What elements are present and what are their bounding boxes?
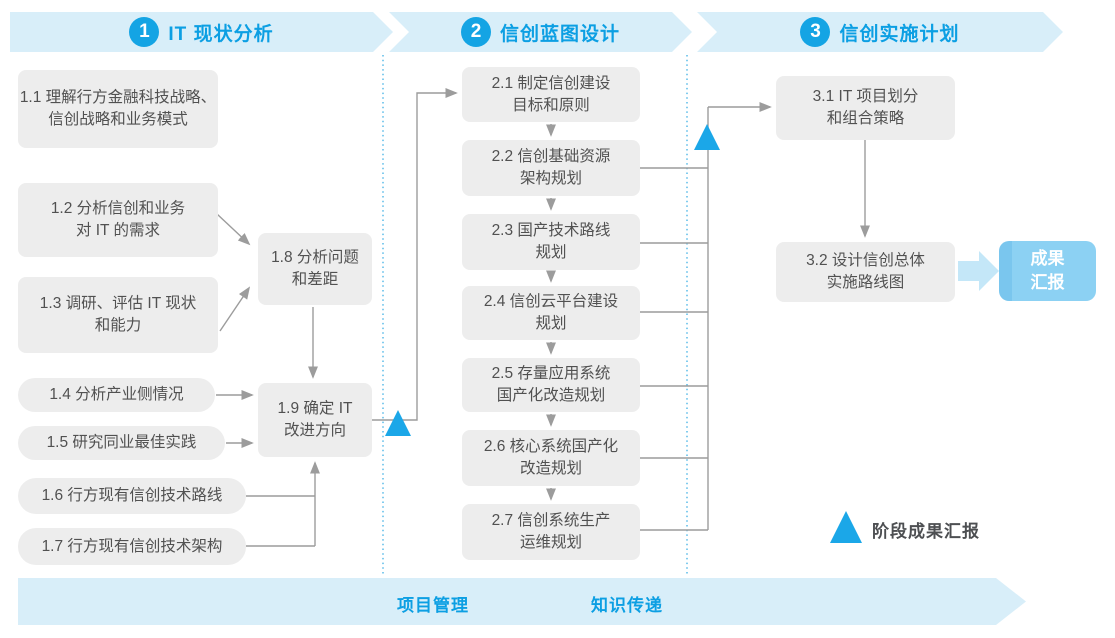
phase-number-badge-2: 2 [460,17,491,47]
phase-banner-2: 2 信创蓝图设计 [389,12,692,52]
step-box-2-3: 2.3 国产技术路线 规划 [462,214,640,270]
step-box-2-7: 2.7 信创系统生产 运维规划 [462,504,640,560]
step-box-2-5: 2.5 存量应用系统 国产化改造规划 [462,358,640,412]
step-box-1-5: 1.5 研究同业最佳实践 [18,426,225,460]
phase-banner-3: 3 信创实施计划 [697,12,1063,52]
step-box-1-4: 1.4 分析产业侧情况 [18,378,215,412]
phase2-connectors [545,101,772,531]
phase-number-badge-1: 1 [129,17,160,47]
step-box-1-7: 1.7 行方现有信创技术架构 [18,528,246,565]
legend-triangle-icon [830,511,862,543]
footer-label-project-management: 项目管理 [397,596,469,615]
step-box-3-2: 3.2 设计信创总体 实施路线图 [776,242,955,302]
step-box-1-6: 1.6 行方现有信创技术路线 [18,478,246,514]
step-box-2-1: 2.1 制定信创建设 目标和原则 [462,67,640,122]
step-box-1-9: 1.9 确定 IT 改进方向 [258,383,372,457]
phase-banner-1: 1 IT 现状分析 [10,12,393,52]
phase1-connectors [216,87,458,547]
footer-label-knowledge-transfer: 知识传递 [591,596,663,615]
step-box-2-6: 2.6 核心系统国产化 改造规划 [462,430,640,486]
result-report-box: 成果 汇报 [999,241,1096,301]
step-box-1-2: 1.2 分析信创和业务 对 IT 的需求 [18,183,218,257]
milestone-triangle-phase2-icon [694,124,720,150]
legend-label: 阶段成果汇报 [872,522,980,541]
step-box-3-1: 3.1 IT 项目划分 和组合策略 [776,76,955,140]
phase-title-1: IT 现状分析 [168,23,274,45]
phase-number-badge-3: 3 [800,17,831,47]
step-box-2-4: 2.4 信创云平台建设 规划 [462,286,640,340]
step-box-1-8: 1.8 分析问题 和差距 [258,233,372,305]
step-box-1-1: 1.1 理解行方金融科技战略、 信创战略和业务模式 [18,70,218,148]
milestone-triangle-phase1-icon [385,410,411,436]
step-box-1-3: 1.3 调研、评估 IT 现状 和能力 [18,277,218,353]
phase-title-2: 信创蓝图设计 [499,23,620,45]
result-arrow-icon [958,251,999,291]
step-box-2-2: 2.2 信创基础资源 架构规划 [462,140,640,196]
phase-title-3: 信创实施计划 [839,23,960,45]
footer-banner [18,578,1026,625]
